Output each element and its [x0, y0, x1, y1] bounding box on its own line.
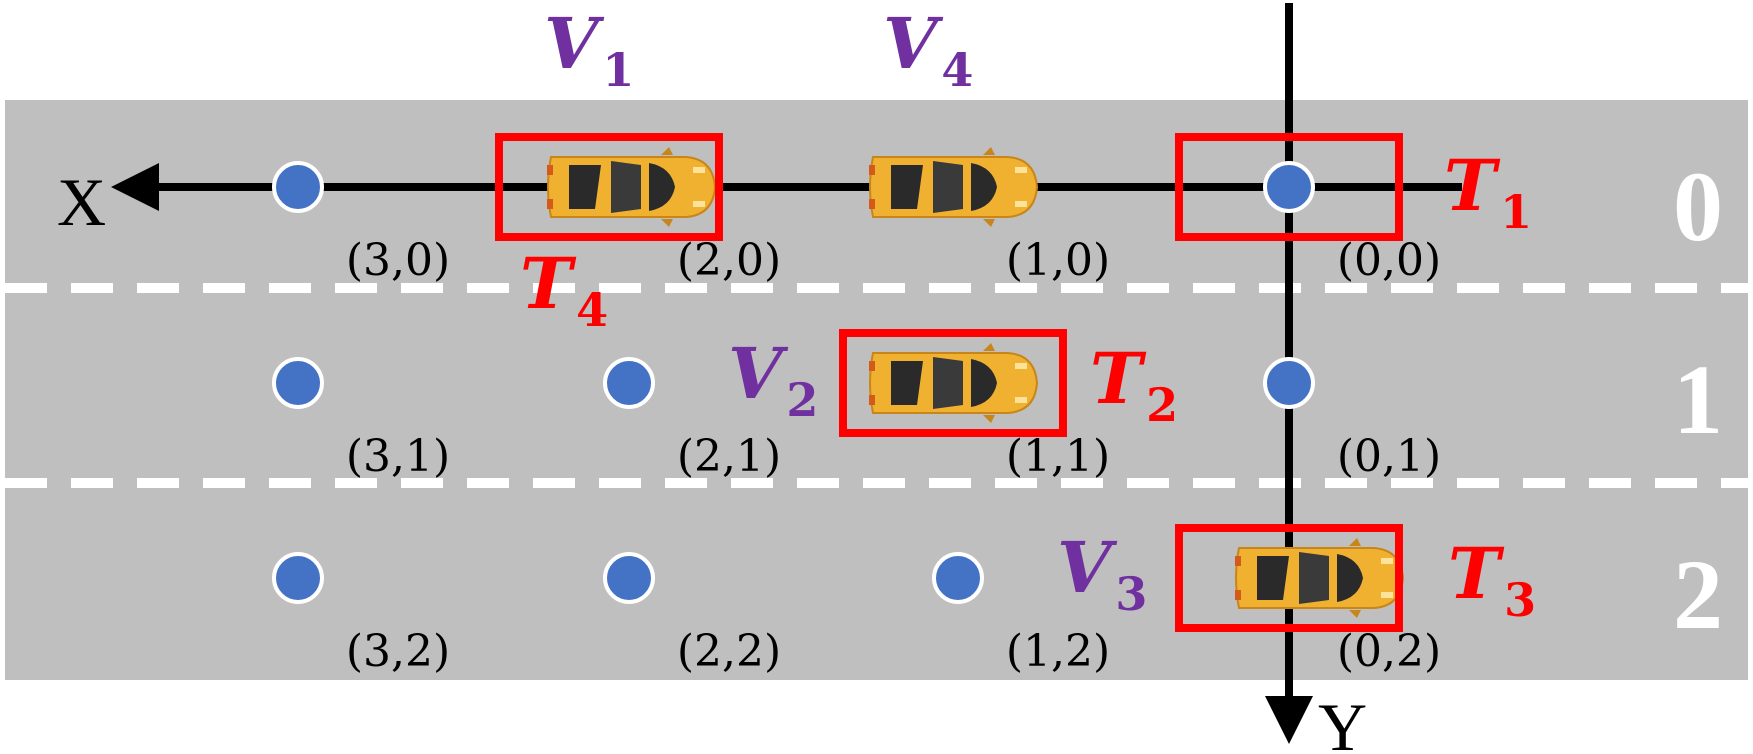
car-icon [868, 146, 1038, 228]
vehicle-label-subscript: 1 [602, 43, 634, 97]
coordinate-label: (0,0) [1337, 235, 1441, 286]
target-box [495, 133, 723, 241]
target-label-subscript: 3 [1504, 573, 1536, 627]
lane-number-1: 1 [1673, 344, 1723, 455]
coordinate-label: (3,1) [346, 431, 450, 482]
target-label-letter: T [520, 242, 577, 325]
vehicle-label-letter: V [883, 2, 944, 85]
grid-dot [272, 357, 324, 409]
target-label-subscript: 2 [1146, 378, 1178, 432]
vehicle-label-subscript: 2 [786, 373, 818, 427]
vehicle-label: V3 [1057, 526, 1147, 621]
grid-dot [1263, 161, 1315, 213]
coordinate-label: (0,2) [1337, 626, 1441, 677]
lane-number-2: 2 [1673, 539, 1723, 650]
target-label-letter: T [1090, 337, 1147, 420]
vehicle-label: V4 [883, 2, 973, 97]
y-axis-label: Y [1318, 689, 1367, 754]
coordinate-label: (1,2) [1006, 626, 1110, 677]
grid-dot [272, 552, 324, 604]
target-box [1175, 133, 1403, 241]
target-label-letter: T [1444, 144, 1501, 227]
vehicle-label-letter: V [1057, 526, 1118, 609]
grid-dot [272, 161, 324, 213]
target-label-letter: T [1448, 532, 1505, 615]
target-label-subscript: 1 [1500, 185, 1532, 239]
target-label: T1 [1444, 144, 1532, 239]
grid-coordinate-labels: (3,0) (2,0) (1,0) (0,0) (3,1) (2,1) (1,1) (0,1)… [346, 235, 1441, 677]
vehicle-label: V2 [728, 332, 818, 427]
grid-dot [1263, 357, 1315, 409]
vehicle-label-subscript: 4 [941, 43, 973, 97]
target-label-subscript: 4 [576, 283, 608, 337]
grid-dot [603, 357, 655, 409]
target-label: T4 [520, 242, 608, 337]
grid-dot [603, 552, 655, 604]
x-axis-label: X [57, 164, 106, 240]
target-boxes [495, 133, 1403, 632]
target-box [839, 329, 1067, 437]
car-icon [1234, 537, 1404, 619]
grid-dots [272, 161, 1315, 604]
target-label: T3 [1448, 532, 1536, 627]
coordinate-label: (3,0) [346, 235, 450, 286]
coordinate-label: (2,2) [677, 626, 781, 677]
coordinate-label: (3,2) [346, 626, 450, 677]
coordinate-label: (2,1) [677, 431, 781, 482]
car-icon [868, 342, 1038, 424]
coordinate-label: (1,0) [1006, 235, 1110, 286]
coordinate-label: (2,0) [677, 235, 781, 286]
target-box [1175, 524, 1403, 632]
vehicle-label-subscript: 3 [1115, 567, 1147, 621]
vehicle-label: V1 [544, 2, 634, 97]
coordinate-label: (0,1) [1337, 431, 1441, 482]
target-label: T2 [1090, 337, 1178, 432]
grid-dot [932, 552, 984, 604]
vehicle-label-letter: V [544, 2, 605, 85]
coordinate-label: (1,1) [1006, 431, 1110, 482]
car-icon [546, 146, 716, 228]
vehicle-label-letter: V [728, 332, 789, 415]
lane-number-0: 0 [1673, 151, 1723, 262]
